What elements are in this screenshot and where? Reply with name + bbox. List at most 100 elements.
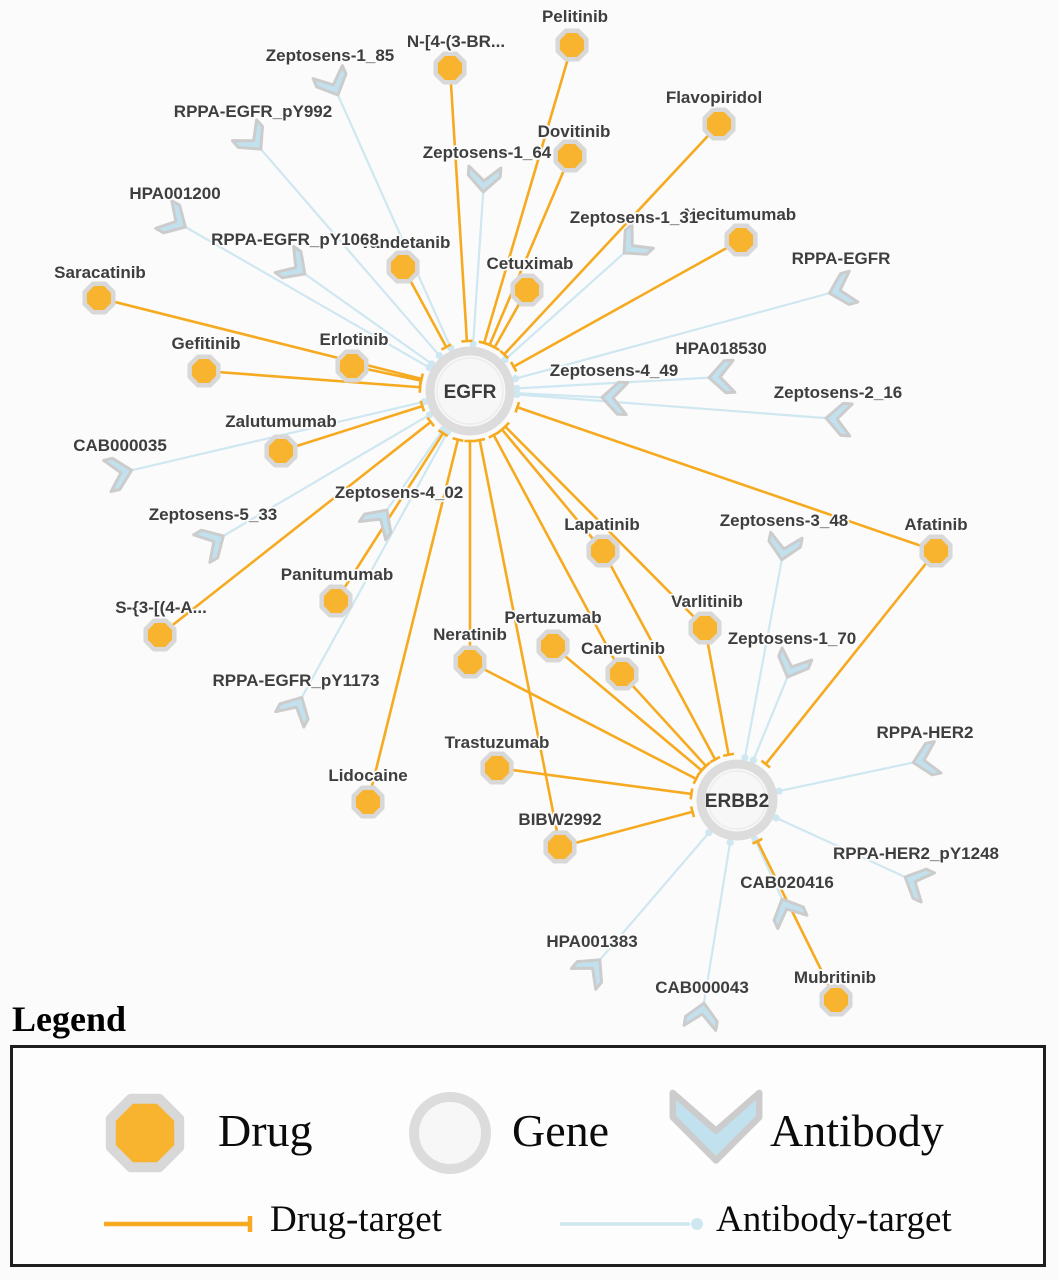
antibody-node-zeptosens-1-31 — [622, 222, 655, 256]
drug-target-edge-trastuzumab — [496, 766, 692, 796]
legend-antibody-target-label: Antibody-target — [716, 1199, 952, 1240]
drug-node-panitumumab — [319, 584, 353, 618]
antibody-node-rppa-egfr — [827, 269, 860, 306]
drug-target-edge-n-4-3-br — [448, 67, 469, 342]
drug-node-varlitinib — [688, 611, 722, 645]
drug-edge-tbar — [689, 806, 696, 818]
antibody-label-zeptosens-1-70: Zeptosens-1_70 — [728, 629, 857, 648]
antibody-node-zeptosens-1-64 — [466, 164, 503, 194]
drug-edge-tbar — [697, 765, 707, 776]
antibody-target-edge-zeptosens-2-16 — [516, 393, 839, 421]
drug-target-edge-varlitinib — [703, 627, 730, 756]
drug-target-edge-varlitinib — [504, 425, 706, 629]
drug-label-n-4-3-br: N-[4-(3-BR... — [407, 32, 505, 51]
antibody-edge-dot — [741, 754, 749, 762]
drug-label-canertinib: Canertinib — [581, 639, 665, 658]
drug-label-zalutumumab: Zalutumumab — [225, 412, 336, 431]
drug-target-edge-canertinib — [621, 673, 707, 767]
drug-label-dovitinib: Dovitinib — [538, 122, 611, 141]
antibody-label-rppa-her2: RPPA-HER2 — [877, 723, 974, 742]
drug-target-edge-necitumumab — [513, 238, 742, 368]
drug-node-canertinib — [605, 657, 639, 691]
antibody-node-rppa-egfr-py1173 — [274, 695, 310, 729]
antibody-target-edge-cab000043 — [700, 842, 732, 1016]
antibody-label-zeptosens-1-85: Zeptosens-1_85 — [266, 46, 395, 65]
antibody-node-rppa-egfr-py992 — [230, 118, 264, 151]
legend-heading: Legend — [12, 999, 127, 1039]
gene-node-inner-ring — [436, 357, 504, 425]
drug-target-edge-zalutumumab — [280, 404, 423, 453]
antibody-node-zeptosens-2-16 — [824, 401, 854, 438]
drug-edge-tbar — [689, 788, 694, 800]
drug-edge-tbar — [418, 374, 424, 387]
antibody-label-hpa018530: HPA018530 — [675, 339, 766, 358]
antibody-label-cab000043: CAB000043 — [655, 978, 749, 997]
antibody-edge-dot — [772, 814, 780, 822]
drug-node-bibw2992 — [543, 830, 577, 864]
drug-label-lapatinib: Lapatinib — [564, 515, 640, 534]
antibody-label-rppa-egfr-py992: RPPA-EGFR_pY992 — [174, 102, 332, 121]
drug-node-saracatinib — [82, 281, 116, 315]
antibody-node-cab000035 — [102, 456, 134, 494]
antibody-target-edge-rppa-her2 — [778, 758, 926, 793]
drug-label-afatinib: Afatinib — [904, 515, 967, 534]
drug-target-edge-lidocaine — [366, 439, 460, 803]
drug-target-edge-bibw2992 — [559, 810, 693, 849]
drug-node-gefitinib — [187, 354, 221, 388]
drug-label-lidocaine: Lidocaine — [328, 766, 407, 785]
drug-target-edge-dovitinib — [488, 155, 572, 346]
antibody-node-cab000043 — [682, 1001, 719, 1032]
antibody-edge-dot — [726, 838, 734, 847]
drug-label-erlotinib: Erlotinib — [320, 330, 389, 349]
antibody-label-rppa-her2-py1248: RPPA-HER2_pY1248 — [833, 844, 999, 863]
drug-edge-tbar — [500, 421, 511, 432]
drug-node-lidocaine — [351, 785, 385, 819]
gene-label-egfr: EGFR — [444, 382, 497, 403]
antibody-label-zeptosens-1-64: Zeptosens-1_64 — [423, 143, 552, 162]
drug-edge-tbar — [419, 400, 426, 412]
drug-target-edge-lapatinib — [601, 550, 717, 761]
antibody-node-zeptosens-1-70 — [777, 646, 814, 679]
antibody-label-rppa-egfr-py1173: RPPA-EGFR_pY1173 — [213, 671, 380, 690]
drug-target-edge-canertinib — [492, 434, 624, 675]
drug-node-pelitinib — [555, 28, 589, 62]
drug-edge-tbar — [440, 343, 452, 351]
antibody-label-zeptosens-3-48: Zeptosens-3_48 — [720, 511, 849, 530]
drug-edge-tbar — [751, 837, 763, 845]
drug-node-trastuzumab — [480, 751, 514, 785]
drug-label-flavopiridol: Flavopiridol — [666, 88, 762, 107]
drug-node-vandetanib — [386, 250, 420, 284]
legend-drug-target-label: Drug-target — [270, 1199, 442, 1240]
antibody-target-edge-hpa001200 — [174, 220, 430, 369]
drug-node-n-4-3-br — [433, 51, 467, 85]
antibody-target-edge-rppa-egfr-py992 — [252, 139, 441, 357]
legend-drug-shape — [105, 1093, 185, 1173]
drug-edge-tbar — [692, 773, 700, 785]
drug-edge-tbar — [489, 343, 501, 352]
legend-antibody-edge-dot — [691, 1218, 703, 1230]
drug-target-edge-pelitinib — [482, 44, 574, 344]
drug-label-trastuzumab: Trastuzumab — [445, 733, 550, 752]
antibody-node-rppa-her2-py1248 — [903, 867, 936, 904]
drug-target-edge-afatinib — [764, 550, 938, 765]
legend-gene-label: Gene — [512, 1105, 610, 1156]
antibody-node-hpa001383 — [569, 958, 604, 991]
drug-edge-tbar — [426, 416, 436, 428]
antibody-label-zeptosens-2-16: Zeptosens-2_16 — [774, 383, 903, 402]
gene-node-erbb2 — [696, 759, 778, 841]
antibody-target-edge-zeptosens-5-33 — [212, 413, 431, 543]
antibody-target-edge-zeptosens-1-64 — [472, 179, 486, 345]
antibody-label-rppa-egfr-py1068: RPPA-EGFR_pY1068 — [211, 230, 379, 249]
antibody-label-zeptosens-1-31: Zeptosens-1_31 — [570, 208, 699, 227]
drug-edge-tbar — [514, 401, 521, 413]
antibody-node-rppa-egfr-py1068 — [273, 244, 307, 280]
drug-edge-tbar — [509, 361, 518, 373]
drug-label-neratinib: Neratinib — [433, 625, 507, 644]
drug-node-cetuximab — [510, 273, 544, 307]
antibody-node-hpa001200 — [154, 199, 187, 235]
antibody-label-zeptosens-4-49: Zeptosens-4_49 — [550, 361, 679, 380]
drug-label-gefitinib: Gefitinib — [172, 334, 241, 353]
drug-label-saracatinib: Saracatinib — [54, 263, 146, 282]
drug-node-flavopiridol — [702, 107, 736, 141]
